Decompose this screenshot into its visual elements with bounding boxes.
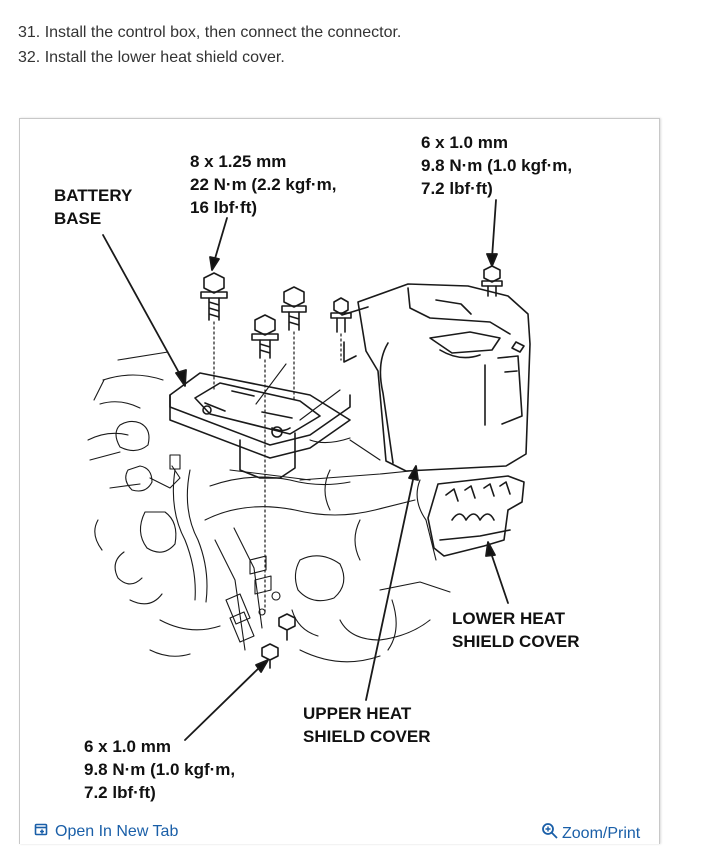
zoom-magnifier-icon	[541, 822, 559, 845]
zoom-print-label: Zoom/Print	[562, 824, 641, 842]
leader-lines	[102, 199, 509, 741]
upper-heat-shield-part	[341, 283, 531, 472]
label-bolt-8x125: 8 x 1.25 mm 22 N·m (2.2 kgf·m, 16 lbf·ft…	[190, 152, 337, 217]
open-in-new-tab-label: Open In New Tab	[55, 823, 179, 840]
open-in-new-tab-link[interactable]: Open In New Tab	[34, 822, 178, 842]
step-32: 32. Install the lower heat shield cover.	[18, 49, 285, 66]
step-31: 31. Install the control box, then connec…	[18, 24, 402, 41]
open-new-tab-icon	[34, 822, 49, 842]
engine-background	[87, 351, 451, 663]
battery-base-part	[169, 372, 351, 479]
label-bolt-6x10-bottom: 6 x 1.0 mm 9.8 N·m (1.0 kgf·m, 7.2 lbf·f…	[84, 737, 236, 802]
label-bolt-6x10-top: 6 x 1.0 mm 9.8 N·m (1.0 kgf·m, 7.2 lbf·f…	[421, 133, 573, 198]
alignment-lines	[213, 321, 342, 613]
label-lower-heat-shield-cover: LOWER HEAT SHIELD COVER	[452, 609, 580, 651]
zoom-print-link[interactable]: Zoom/Print	[541, 822, 640, 845]
bolts	[200, 265, 503, 669]
lower-heat-shield-part	[427, 475, 525, 557]
instruction-steps: 31. Install the control box, then connec…	[18, 20, 401, 70]
label-battery-base: BATTERY BASE	[54, 186, 133, 228]
label-upper-heat-shield-cover: UPPER HEAT SHIELD COVER	[303, 704, 431, 746]
